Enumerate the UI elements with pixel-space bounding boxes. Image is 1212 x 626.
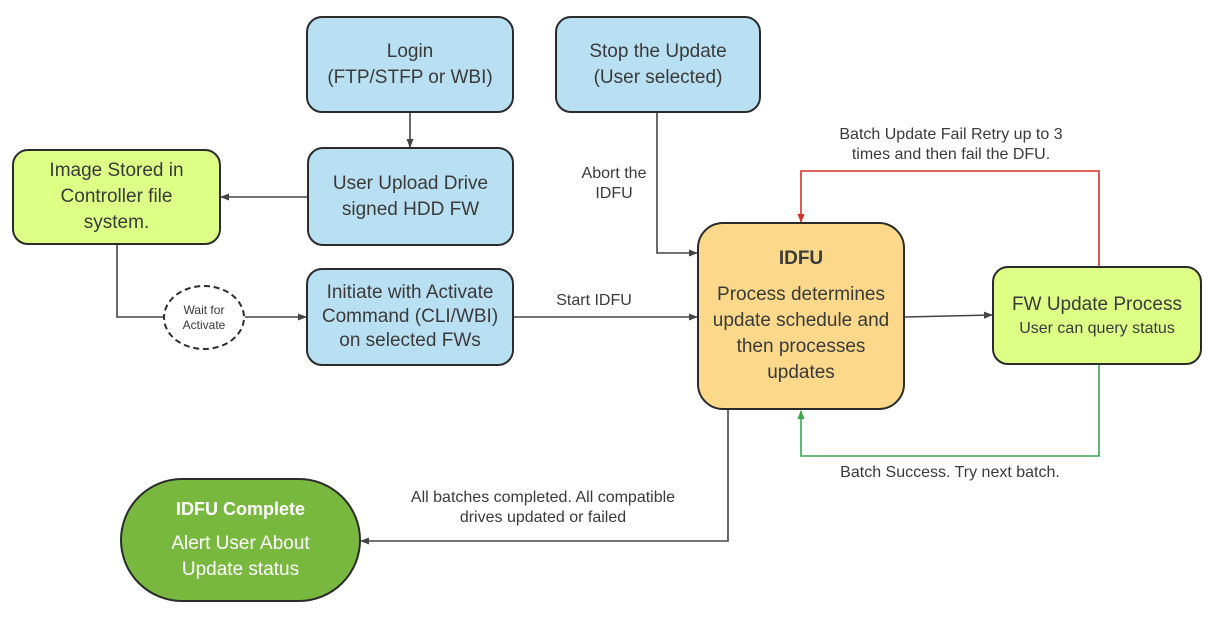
initiate-node: Initiate with Activate Command (CLI/WBI)…: [306, 268, 514, 366]
start-idfu-label: Start IDFU: [538, 291, 650, 311]
user-upload-line-1: User Upload Drive: [332, 172, 489, 194]
complete-line-2: Update status: [181, 559, 300, 580]
line-image-stored-to-wait: [116, 245, 163, 318]
all-completed-line-1: All batches completed. All compatible: [410, 489, 676, 506]
stop-update-line-1: Stop the Update: [589, 40, 727, 62]
complete-title: IDFU Complete: [175, 499, 305, 519]
batch-fail-line-2: times and then fail the DFU.: [851, 146, 1051, 163]
login-line-1: Login: [386, 40, 434, 62]
idfu-node: IDFU Process determines update schedule …: [697, 222, 905, 410]
wait-line-2: Activate: [182, 317, 226, 332]
abort-line-2: IDFU: [595, 185, 633, 202]
image-stored-line-1: Image Stored in: [49, 160, 184, 181]
batch-fail-label: Batch Update Fail Retry up to 3 times an…: [806, 125, 1096, 165]
idfu-complete-node: IDFU Complete Alert User About Update st…: [120, 478, 361, 602]
initiate-line-1: Initiate with Activate: [326, 282, 494, 303]
arrow-idfu-to-fw-update: [904, 311, 993, 319]
batch-success-text: Batch Success. Try next batch.: [840, 464, 1060, 481]
image-stored-line-3: system.: [83, 212, 150, 233]
arrow-batch-success: [797, 365, 1100, 457]
batch-success-label: Batch Success. Try next batch.: [806, 463, 1094, 483]
fw-update-line-2: User can query status: [1019, 319, 1175, 337]
user-upload-line-2: signed HDD FW: [341, 198, 480, 220]
idfu-line-1: Process determines: [717, 284, 885, 305]
fw-update-node: FW Update Process User can query status: [992, 266, 1202, 365]
idfu-line-2: update schedule and: [712, 310, 890, 331]
wait-line-1: Wait for: [183, 302, 225, 317]
image-stored-line-2: Controller file: [60, 186, 173, 207]
start-idfu-text: Start IDFU: [556, 292, 632, 309]
stop-update-node: Stop the Update (User selected): [555, 16, 761, 113]
login-node: Login (FTP/STFP or WBI): [306, 16, 514, 113]
initiate-line-3: on selected FWs: [339, 330, 481, 351]
idfu-title: IDFU: [778, 248, 824, 269]
login-line-2: (FTP/STFP or WBI): [327, 66, 493, 88]
all-completed-label: All batches completed. All compatible dr…: [376, 488, 710, 528]
wait-for-activate-node: Wait for Activate: [163, 285, 245, 350]
arrow-stop-to-idfu: [656, 113, 698, 257]
initiate-line-2: Command (CLI/WBI): [321, 306, 499, 327]
abort-line-1: Abort the: [581, 165, 647, 182]
fw-update-line-1: FW Update Process: [1012, 293, 1182, 315]
all-completed-line-2: drives updated or failed: [459, 509, 627, 526]
image-stored-node: Image Stored in Controller file system.: [12, 149, 221, 245]
complete-line-1: Alert User About: [171, 533, 310, 554]
idfu-line-3: then processes: [736, 336, 866, 357]
stop-update-line-2: (User selected): [593, 66, 723, 88]
arrow-batch-fail: [797, 170, 1100, 266]
batch-fail-line-1: Batch Update Fail Retry up to 3: [839, 126, 1063, 143]
idfu-line-4: updates: [767, 362, 835, 383]
arrow-idfu-to-complete: [360, 410, 729, 545]
abort-idfu-label: Abort the IDFU: [566, 164, 662, 204]
user-upload-node: User Upload Drive signed HDD FW: [307, 147, 514, 246]
